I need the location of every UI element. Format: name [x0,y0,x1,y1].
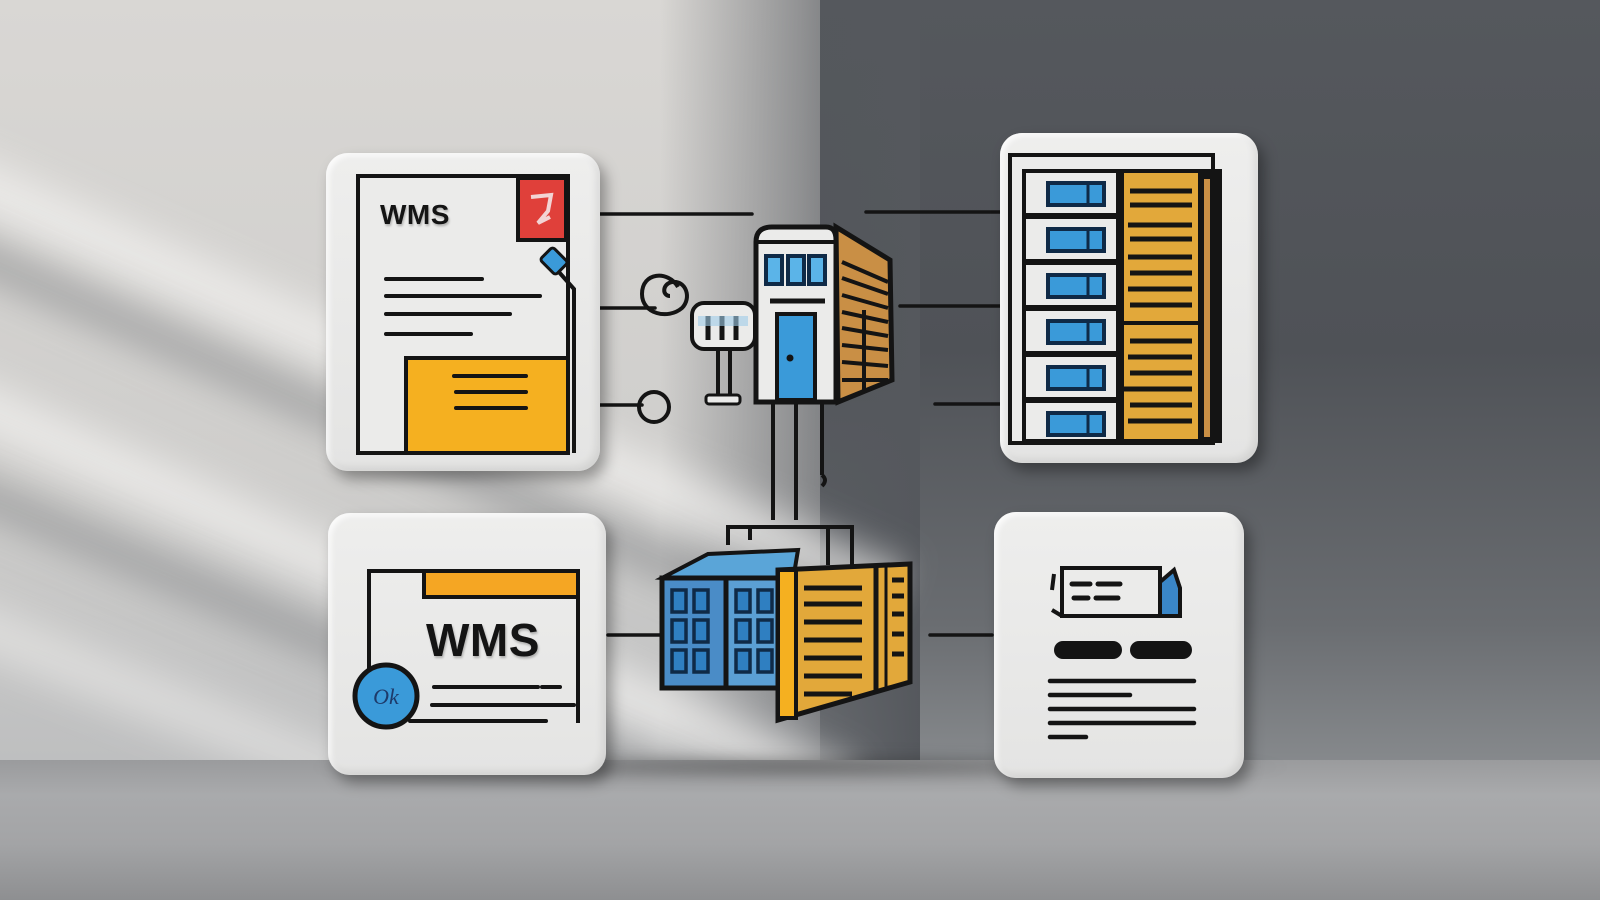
tile-top-right [1000,133,1258,463]
floor [0,760,1600,900]
tile-bottom-right [994,512,1244,778]
document-list-icon [1047,566,1197,740]
document-with-tag-icon [356,174,576,455]
warehouse-building-icon [637,222,895,520]
tile-top-left: WMS [326,153,600,471]
center-illustration [590,190,990,730]
wms-label: WMS [426,614,540,666]
wms-label: WMS [380,199,450,230]
tile-bottom-left: Ok WMS [328,513,606,775]
storage-rack-icon [1008,153,1222,445]
document-with-seal-icon: Ok [352,569,580,730]
seal-text: Ok [373,684,400,709]
warehouse-blocks-icon [654,525,913,724]
